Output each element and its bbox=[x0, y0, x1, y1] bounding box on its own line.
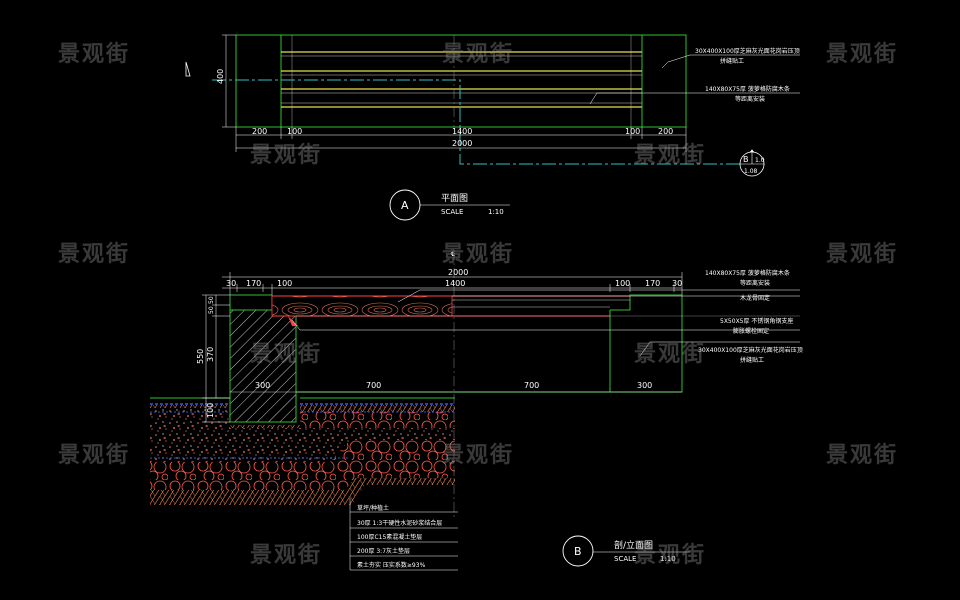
plan-dim-4: 100 bbox=[625, 127, 640, 136]
section-dim-top-5: 100 bbox=[615, 279, 630, 288]
section-layer-1: 草坪/种植土 bbox=[357, 504, 389, 512]
plan-note-1b: 拼缝贴工 bbox=[720, 57, 744, 65]
section-dim-bottom-2: 700 bbox=[366, 381, 381, 390]
section-note-2: 木龙骨固定 bbox=[740, 294, 770, 302]
plan-dim-height: 400 bbox=[216, 69, 225, 84]
section-note-4a: 30X400X100厚芝麻灰光面花岗岩压顶 bbox=[698, 346, 803, 354]
plan-dim-total: 2000 bbox=[452, 139, 472, 148]
section-dim-bottom-1: 300 bbox=[255, 381, 270, 390]
section-scale-value: 1:10 bbox=[660, 555, 676, 563]
section-dim-bottom-3: 700 bbox=[524, 381, 539, 390]
plan-note-2a: 140X80X75厚 菠萝格防腐木条 bbox=[705, 85, 790, 93]
section-dim-top-6: 170 bbox=[645, 279, 660, 288]
section-dim-top-2: 170 bbox=[246, 279, 261, 288]
section-dim-left-5: 100 bbox=[206, 403, 215, 418]
section-title: 剖/立面图 bbox=[614, 539, 653, 551]
section-dim-left-1: 50 bbox=[208, 296, 215, 304]
section-view: ℄ 2000 30 170 100 1400 100 170 30 bbox=[150, 250, 803, 571]
plan-title: 平面图 bbox=[441, 193, 468, 204]
section-layer-2: 30厚 1:3干硬性水泥砂浆结合层 bbox=[357, 519, 442, 527]
plan-scale-label: SCALE bbox=[441, 208, 463, 216]
plan-dim-1: 200 bbox=[252, 127, 267, 136]
section-note-3b: 膨胀螺栓固定 bbox=[733, 327, 769, 335]
plan-dim-2: 100 bbox=[287, 127, 302, 136]
section-dim-top-4: 1400 bbox=[445, 279, 465, 288]
plan-dim-5: 200 bbox=[658, 127, 673, 136]
section-dim-left-4: 550 bbox=[196, 349, 205, 364]
plan-section-marker-number: 1.0 bbox=[755, 157, 765, 164]
section-layer-4: 200厚 3:7灰土垫层 bbox=[357, 547, 410, 555]
plan-scale-value: 1:10 bbox=[488, 208, 504, 216]
section-dim-left-3: 370 bbox=[206, 347, 215, 362]
plan-marker: A bbox=[401, 199, 409, 212]
section-marker: B bbox=[574, 545, 582, 558]
section-dim-top-1: 30 bbox=[226, 279, 236, 288]
section-layer-3: 100厚C15素混凝土垫层 bbox=[357, 533, 422, 541]
section-layer-5: 素土夯实 压实系数≥93% bbox=[357, 561, 426, 569]
section-dim-top-3: 100 bbox=[277, 279, 292, 288]
section-dim-total: 2000 bbox=[448, 268, 468, 277]
section-dim-bottom-4: 300 bbox=[637, 381, 652, 390]
section-scale-label: SCALE bbox=[614, 555, 636, 563]
section-note-3a: 5X50X5厚 不锈钢角钢支座 bbox=[720, 317, 793, 325]
plan-view: 400 200 100 1400 100 200 2000 30X400X100… bbox=[185, 34, 800, 221]
plan-section-marker-sheet: 1.08 bbox=[744, 168, 758, 175]
section-note-4b: 拼缝贴工 bbox=[740, 356, 764, 364]
plan-section-marker-letter: B bbox=[743, 155, 749, 164]
plan-dim-3: 1400 bbox=[452, 127, 472, 136]
section-dim-top-7: 30 bbox=[672, 279, 682, 288]
section-dim-left-2: 50 bbox=[208, 306, 215, 314]
section-note-1a: 140X80X75厚 菠萝格防腐木条 bbox=[705, 269, 790, 277]
plan-note-1a: 30X400X100厚芝麻灰光面花岗岩压顶 bbox=[695, 47, 800, 55]
plan-note-2b: 等距离安装 bbox=[735, 95, 765, 103]
section-note-1b: 等距离安装 bbox=[740, 279, 770, 287]
centre-mark: ℄ bbox=[451, 251, 455, 258]
